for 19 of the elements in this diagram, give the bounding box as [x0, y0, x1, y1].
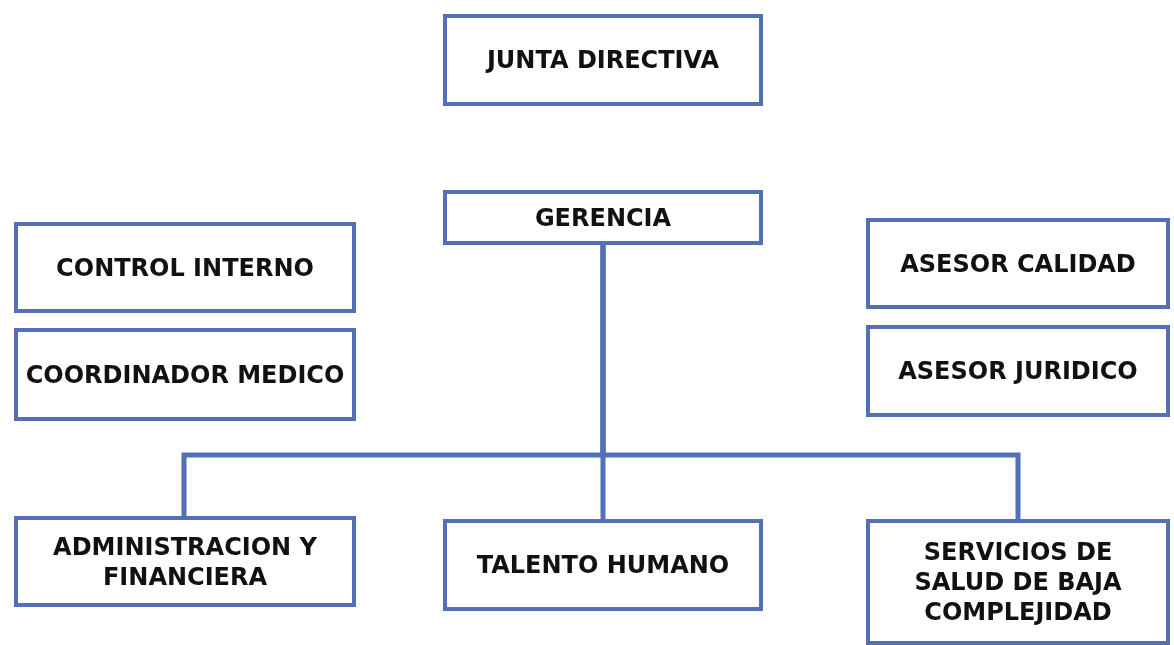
- unit-name: TALENTO HUMANO: [475, 550, 731, 580]
- unit-name: GERENCIA: [533, 202, 673, 233]
- org-unit-box: [14, 516, 356, 607]
- org-unit-box: [443, 519, 763, 611]
- org-unit-box: [866, 218, 1170, 309]
- org-unit-box: [14, 222, 356, 313]
- unit-name: COORDINADOR MEDICO: [24, 359, 346, 390]
- org-unit-box: [443, 190, 763, 245]
- org-unit-box: [14, 328, 356, 421]
- unit-name: SERVICIOS DE SALUD DE BAJA COMPLEJIDAD: [913, 537, 1123, 627]
- org-unit-box: [866, 325, 1170, 417]
- org-unit-box: [866, 519, 1170, 645]
- unit-name: ASESOR JURIDICO: [897, 356, 1139, 386]
- unit-name: CONTROL INTERNO: [55, 252, 315, 283]
- unit-name: ASESOR CALIDAD: [899, 248, 1137, 279]
- unit-name: ADMINISTRACION Y FINANCIERA: [52, 531, 318, 592]
- connector-line: [600, 245, 1021, 519]
- unit-name: JUNTA DIRECTIVA: [484, 45, 721, 75]
- org-unit-box: [443, 14, 763, 106]
